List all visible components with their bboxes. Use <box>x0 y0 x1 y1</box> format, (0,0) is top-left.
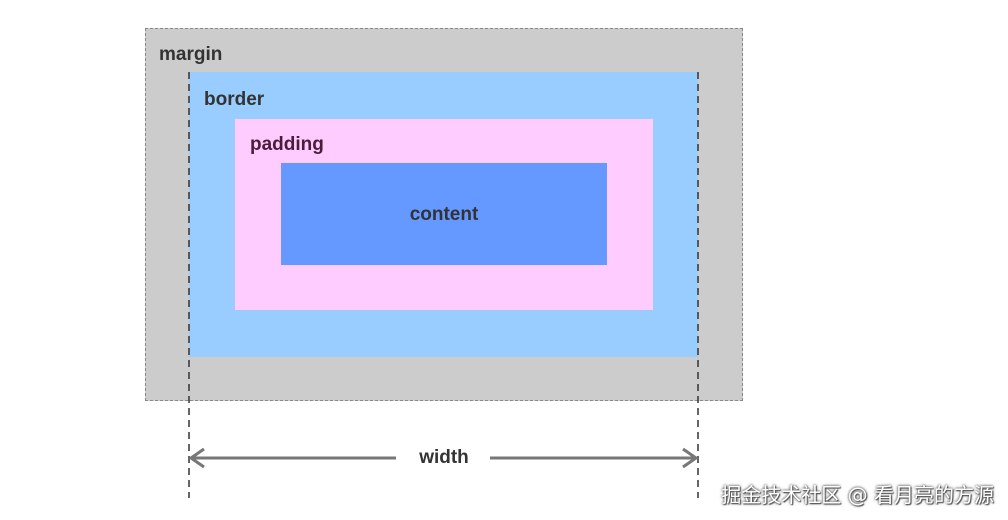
arrowhead-right-icon <box>682 447 699 469</box>
margin-label: margin <box>159 44 223 65</box>
watermark: 掘金技术社区 @ 看月亮的方源 <box>721 483 994 507</box>
arrowhead-left-icon <box>188 447 205 469</box>
width-label: width <box>419 447 469 468</box>
content-box <box>281 163 607 265</box>
padding-label: padding <box>250 134 324 155</box>
content-label: content <box>409 204 479 225</box>
border-label: border <box>204 89 265 110</box>
